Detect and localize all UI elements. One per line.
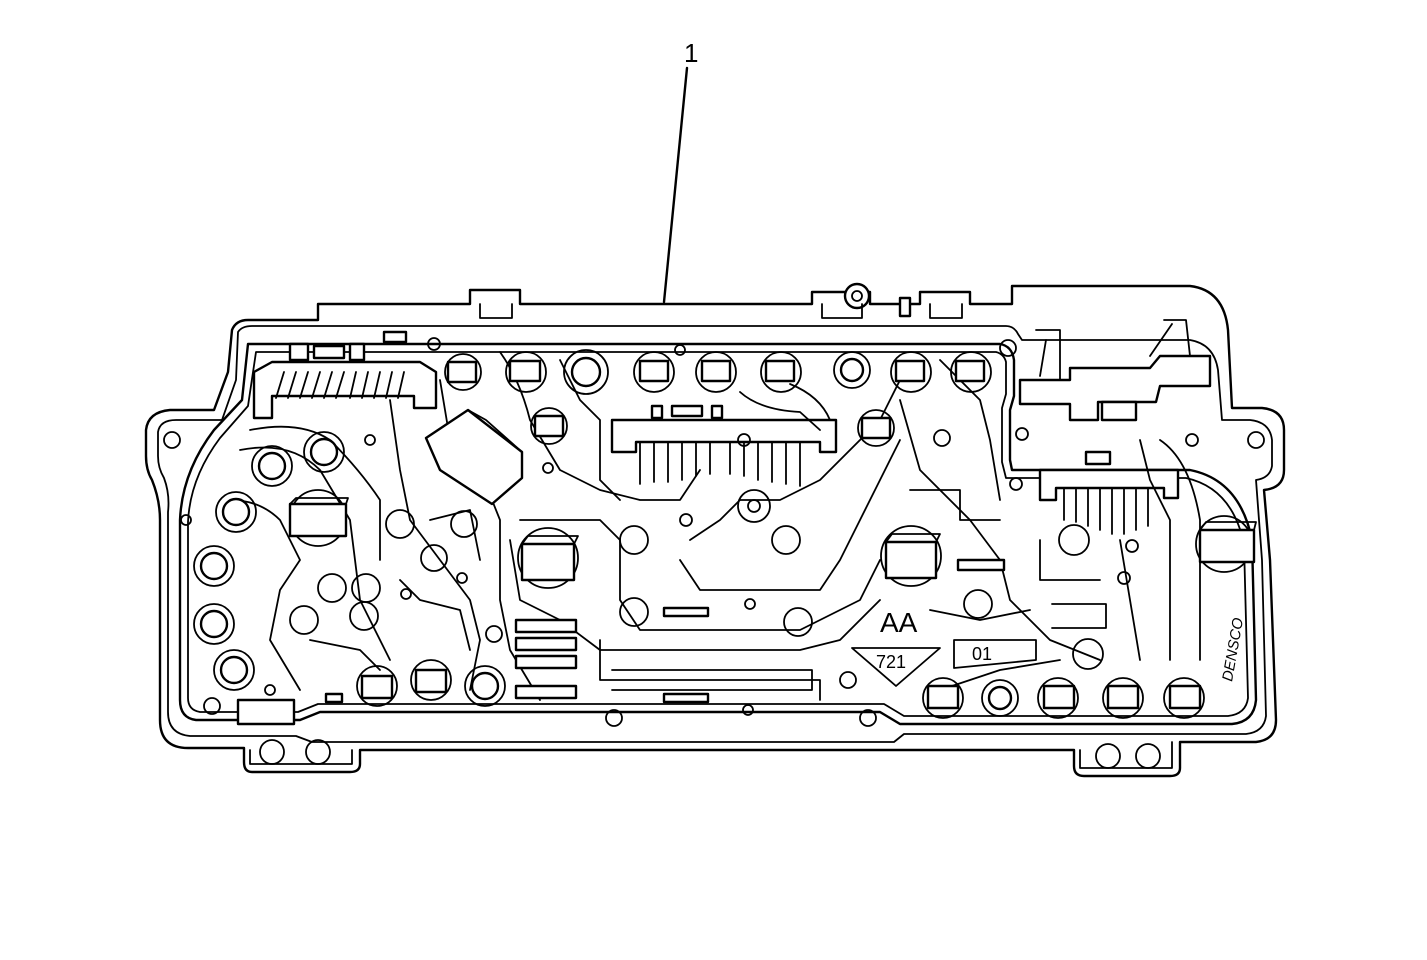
board-markings: AA 721 01 DENSCO (851, 607, 1247, 687)
marking-aa: AA (880, 607, 918, 638)
circuit-board (178, 342, 1258, 726)
board-holes (180, 337, 1199, 727)
right-connector (1018, 319, 1212, 535)
lamp-sockets (288, 351, 1257, 719)
marking-721-frame (851, 647, 941, 687)
callout-leader-line (662, 66, 689, 304)
center-connector (610, 404, 838, 487)
marking-01: 01 (972, 644, 992, 664)
left-connector (252, 342, 438, 420)
twist-bulb-holders (193, 349, 1019, 717)
marking-01-frame (953, 639, 1037, 669)
marking-maker: DENSCO (1219, 616, 1247, 682)
cluster-housing (144, 282, 1286, 778)
callout-1: 1 (662, 38, 698, 304)
callout-number: 1 (684, 38, 698, 68)
circuit-traces (229, 351, 1201, 701)
marking-721: 721 (876, 652, 906, 672)
components (236, 330, 1107, 726)
